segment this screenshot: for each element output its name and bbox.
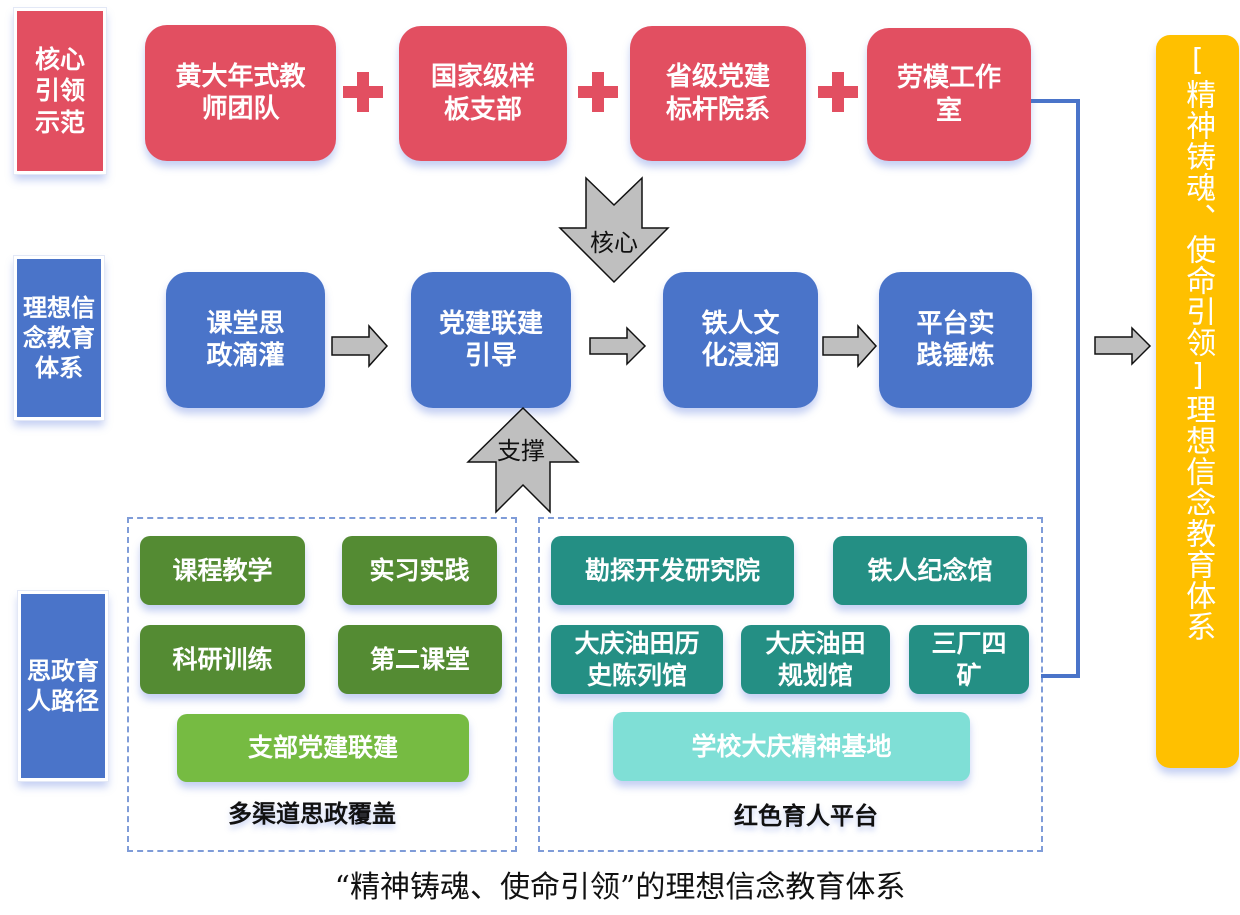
box-text: 第二课堂: [369, 644, 470, 674]
multi-channel-group: [127, 517, 517, 852]
box-text: 三厂四: [931, 629, 1007, 659]
arrow-right-icon: [589, 326, 647, 366]
core-box-national-branch[interactable]: 国家级样板支部: [399, 26, 567, 161]
row-label-line: 引领: [34, 76, 85, 106]
multi-channel-caption: 多渠道思政覆盖: [228, 800, 396, 828]
support-arrow-label: 支撑: [497, 437, 545, 465]
row-label-ideal: 理想信 念教育 体系: [13, 255, 105, 421]
box-text: 标杆院系: [665, 94, 770, 125]
box-text: 党建联建: [438, 308, 543, 339]
box-text: 课程教学: [172, 555, 273, 585]
flow-box-ironman-culture[interactable]: 铁人文化浸润: [663, 272, 818, 408]
box-text: 劳模工作: [896, 63, 1001, 93]
plus-icon: [343, 72, 383, 112]
row-label-path: 思政育 人路径: [17, 590, 109, 782]
result-box-text: [精神铸魂、使命引领]理想信念教育体系: [1180, 43, 1216, 642]
channel-item-internship[interactable]: 实习实践: [342, 536, 497, 605]
row-label-line: 体系: [35, 354, 83, 382]
arrow-right-icon: [331, 324, 389, 368]
box-text: 规划馆: [777, 660, 853, 690]
channel-item-research-training[interactable]: 科研训练: [140, 625, 305, 694]
box-text: 矿: [956, 660, 982, 690]
box-text: 支部党建联建: [247, 733, 398, 763]
flow-box-classroom[interactable]: 课堂思政滴灌: [166, 272, 325, 408]
bracket-connector-line: [1031, 99, 1080, 678]
box-text: 勘探开发研究院: [584, 555, 760, 585]
channel-item-course-teaching[interactable]: 课程教学: [140, 536, 305, 605]
box-text: 黄大年式教: [175, 61, 306, 92]
flow-box-platform-practice[interactable]: 平台实践锤炼: [879, 272, 1032, 408]
box-text: 实习实践: [369, 555, 470, 585]
box-text: 引导: [464, 341, 517, 371]
channel-item-second-classroom[interactable]: 第二课堂: [338, 625, 502, 694]
box-text: 史陈列馆: [586, 660, 687, 690]
core-box-huang-danian-team[interactable]: 黄大年式教师团队: [145, 25, 336, 161]
box-text: 室: [935, 95, 962, 126]
core-down-arrow-icon: [558, 176, 670, 284]
platform-item-three-plants-four-mines[interactable]: 三厂四矿: [909, 625, 1029, 694]
arrow-right-icon: [822, 324, 878, 368]
core-box-model-worker-studio[interactable]: 劳模工作室: [867, 28, 1031, 161]
box-text: 课堂思: [206, 308, 285, 339]
box-text: 省级党建: [665, 62, 770, 92]
platform-item-history-museum[interactable]: 大庆油田历史陈列馆: [551, 625, 723, 694]
red-platform-caption: 红色育人平台: [734, 802, 878, 830]
platform-item-ironman-memorial[interactable]: 铁人纪念馆: [833, 536, 1027, 605]
box-text: 化浸润: [701, 341, 780, 371]
row-label-line: 理想信: [23, 294, 95, 322]
platform-item-daqing-spirit-base[interactable]: 学校大庆精神基地: [613, 712, 970, 781]
platform-item-exploration-institute[interactable]: 勘探开发研究院: [551, 536, 794, 605]
row-label-line: 示范: [34, 107, 85, 137]
box-text: 学校大庆精神基地: [691, 731, 892, 761]
plus-icon: [818, 72, 858, 112]
box-text: 板支部: [443, 94, 522, 125]
box-text: 师团队: [201, 94, 280, 124]
channel-item-branch-party-building[interactable]: 支部党建联建: [177, 714, 469, 782]
core-arrow-label: 核心: [590, 229, 638, 257]
platform-item-planning-hall[interactable]: 大庆油田规划馆: [741, 625, 890, 694]
box-text: 大庆油田历: [574, 629, 700, 659]
core-box-provincial-department[interactable]: 省级党建标杆院系: [630, 26, 806, 161]
box-text: 国家级样: [430, 62, 535, 92]
box-text: 大庆油田: [765, 629, 866, 659]
box-text: 铁人纪念馆: [867, 555, 993, 585]
box-text: 政滴灌: [206, 341, 285, 371]
support-up-arrow-icon: [466, 406, 580, 514]
red-platform-group: [538, 517, 1043, 852]
row-label-line: 思政育: [27, 657, 99, 685]
result-box[interactable]: [精神铸魂、使命引领]理想信念教育体系: [1156, 35, 1239, 768]
row-label-line: 核心: [34, 45, 85, 75]
plus-icon: [578, 72, 618, 112]
box-text: 践锤炼: [916, 341, 995, 371]
row-label-line: 念教育: [23, 324, 95, 352]
box-text: 平台实: [916, 308, 995, 339]
row-label-line: 人路径: [27, 687, 99, 715]
row-label-core: 核心 引领 示范: [13, 7, 107, 175]
box-text: 铁人文: [701, 308, 780, 339]
diagram-title: “精神铸魂、使命引领”的理想信念教育体系: [334, 870, 906, 905]
box-text: 科研训练: [172, 644, 273, 674]
arrow-right-icon: [1094, 326, 1152, 366]
flow-box-party-building[interactable]: 党建联建引导: [411, 272, 571, 408]
